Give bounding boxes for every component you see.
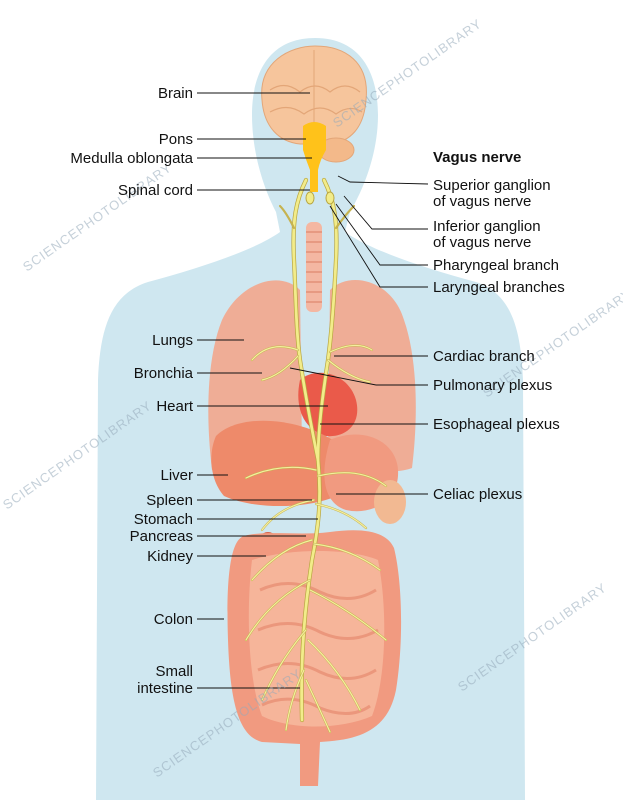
label-cardiac-branch: Cardiac branch <box>433 348 535 365</box>
label-esophageal-plexus: Esophageal plexus <box>433 416 560 433</box>
label-kidney: Kidney <box>147 548 193 565</box>
label-lungs: Lungs <box>152 332 193 349</box>
label-spleen: Spleen <box>146 492 193 509</box>
label-laryngeal-branches: Laryngeal branches <box>433 279 565 296</box>
leader-lines <box>197 92 429 689</box>
diagram-title: Vagus nerve <box>433 149 522 166</box>
label-bronchia: Bronchia <box>133 365 193 382</box>
label-liver: Liver <box>160 467 193 484</box>
label-pons: Pons <box>158 131 193 148</box>
label-superior-ganglion-line2: of vagus nerve <box>433 193 532 210</box>
label-inferior-ganglion-line1: Inferior ganglion <box>433 218 541 235</box>
label-pulmonary-plexus: Pulmonary plexus <box>433 377 553 394</box>
label-stomach: Stomach <box>133 511 193 528</box>
vagus-trunk-right <box>316 178 338 462</box>
vagus-trunk-left <box>292 178 322 722</box>
label-pancreas: Pancreas <box>129 528 193 545</box>
label-spinal-cord: Spinal cord <box>117 182 193 199</box>
label-superior-ganglion-line1: Superior ganglion <box>433 177 551 194</box>
label-inferior-ganglion-line2: of vagus nerve <box>433 234 532 251</box>
heart-shape <box>298 372 358 437</box>
label-colon: Colon <box>153 611 193 628</box>
small-intestine-shape <box>248 551 385 727</box>
label-pharyngeal-branch: Pharyngeal branch <box>433 257 559 274</box>
label-small-intestine-line2: intestine <box>137 680 193 697</box>
label-heart: Heart <box>156 398 193 415</box>
label-small-intestine-line1: Small <box>155 663 193 680</box>
label-brain: Brain <box>157 85 193 102</box>
label-celiac-plexus: Celiac plexus <box>433 486 523 503</box>
label-medulla-oblongata: Medulla oblongata <box>70 150 193 167</box>
pons-shape <box>303 122 326 192</box>
